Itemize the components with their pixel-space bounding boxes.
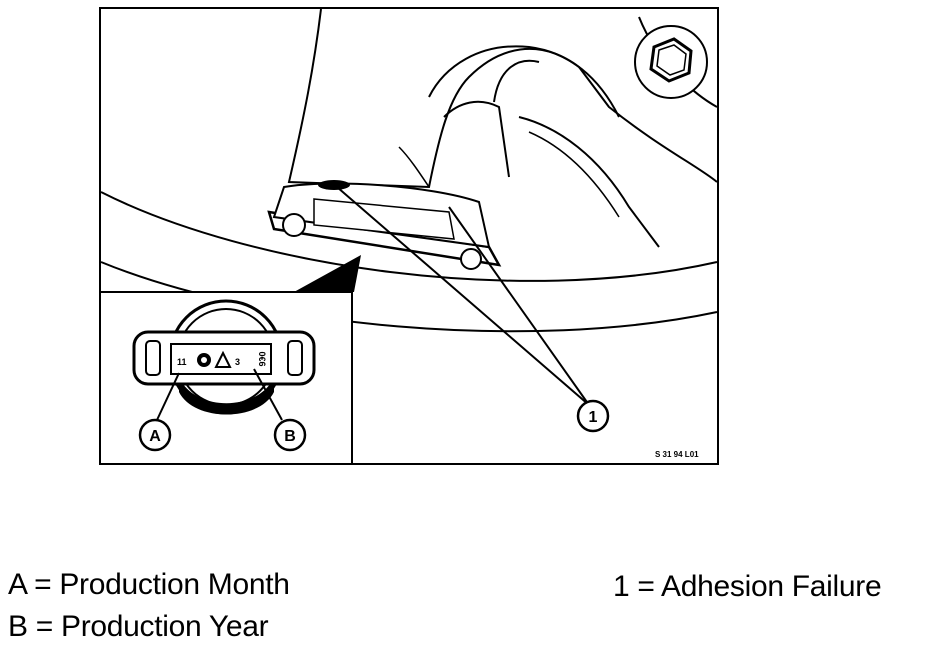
legend-b: B = Production Year	[8, 610, 269, 643]
callout-one: 1	[576, 399, 610, 433]
stamp-year: 3	[235, 357, 240, 367]
bellows-fold-4	[398, 146, 430, 188]
bellows-fold-3	[493, 59, 540, 103]
link-arm-outer	[518, 116, 660, 248]
svg-text:B: B	[284, 428, 296, 445]
body-arc-upper	[100, 191, 718, 282]
leader-1b	[448, 206, 590, 406]
link-arm-inner	[528, 131, 620, 218]
warning-triangle-icon	[214, 350, 232, 368]
clamp-band	[267, 180, 502, 270]
inset-pointer	[294, 255, 361, 292]
leader-a	[156, 372, 180, 421]
svg-text:A: A	[149, 428, 161, 445]
reference-code: S 31 94 L01	[655, 450, 699, 459]
hex-bolt-icon	[634, 25, 708, 99]
svg-text:1: 1	[589, 409, 598, 426]
stamp-side-code: 0€6	[257, 351, 267, 366]
adhesion-gap-mark	[318, 180, 350, 190]
legend-a: A = Production Month	[8, 568, 290, 601]
illustration-svg: 11 3 0€6 A B 1 S 31 94 L01	[99, 7, 719, 465]
bellows-fold-2	[443, 100, 510, 178]
body-arc-lower	[100, 261, 718, 333]
leader-1a	[336, 186, 590, 406]
bellows-fold-1	[428, 45, 620, 118]
legend-one: 1 = Adhesion Failure	[613, 570, 882, 603]
inset-clamp-view: 11 3 0€6	[132, 299, 316, 415]
technical-illustration: 11 3 0€6 A B 1 S 31 94 L01	[99, 7, 719, 465]
callout-a: A	[138, 418, 172, 452]
bellows-outline	[287, 8, 718, 189]
leader-b	[253, 368, 283, 421]
stamp-month: 11	[177, 357, 187, 367]
callout-b: B	[273, 418, 307, 452]
